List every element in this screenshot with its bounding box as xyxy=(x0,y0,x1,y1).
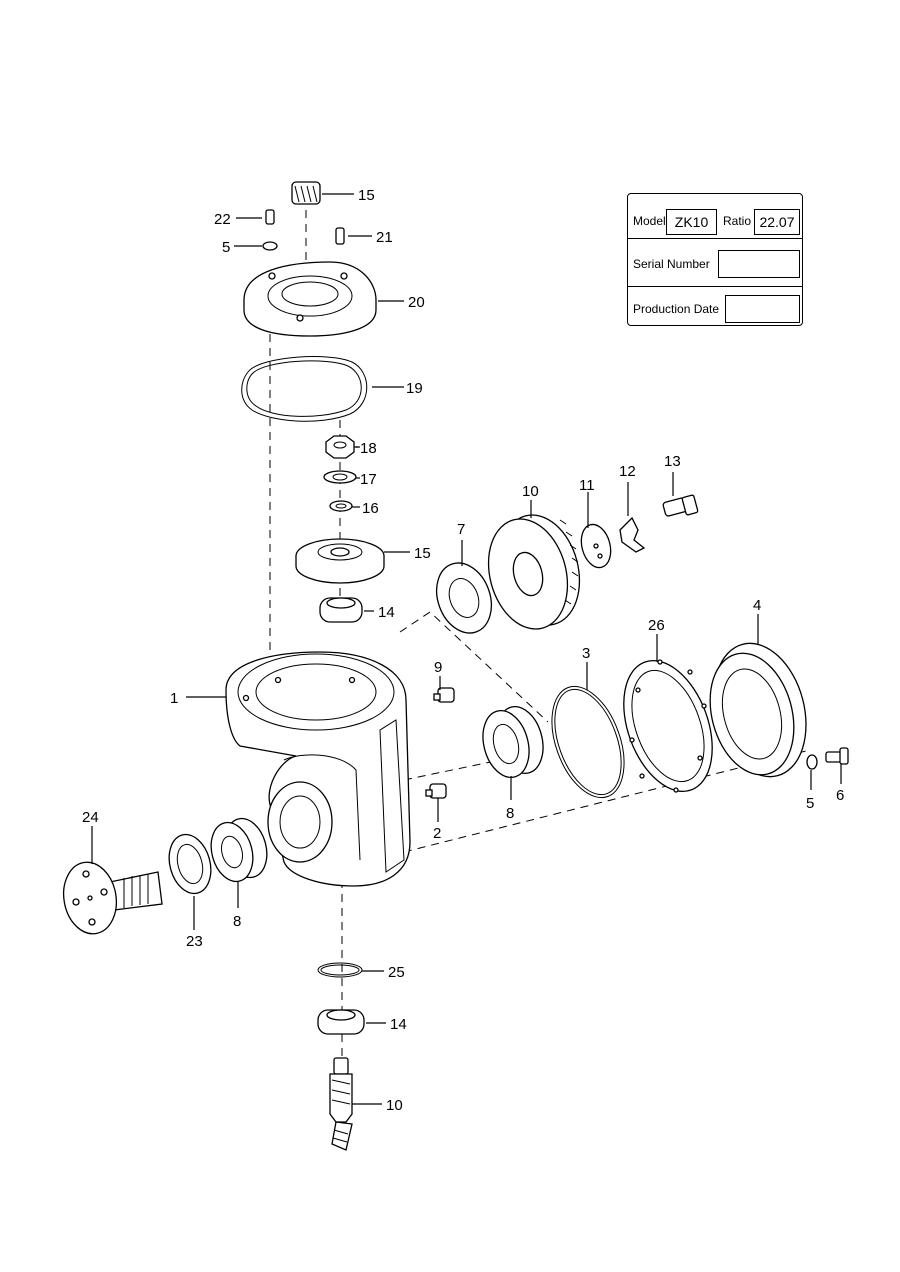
callout-22: 22 xyxy=(214,211,231,228)
serial-number-label: Serial Number xyxy=(633,257,710,271)
part-shim-7 xyxy=(435,562,493,634)
part-washer-16 xyxy=(329,500,353,512)
callout-20: 20 xyxy=(408,294,425,311)
callout-8: 8 xyxy=(233,913,241,930)
callout-21: 21 xyxy=(376,229,393,246)
production-date-box xyxy=(725,295,800,323)
part-cover-4 xyxy=(709,642,807,778)
part-oring-19 xyxy=(241,356,368,422)
ratio-label: Ratio xyxy=(723,214,752,228)
part-cover-plate xyxy=(243,261,377,337)
part-plug-2 xyxy=(425,783,447,799)
part-ring-25 xyxy=(317,962,363,978)
part-bearing-8-right xyxy=(482,706,544,778)
model-label: Model xyxy=(633,214,666,228)
table-divider-1 xyxy=(628,238,802,239)
part-lockplate-12 xyxy=(619,516,646,553)
callout-3: 3 xyxy=(582,645,590,662)
callout-24: 24 xyxy=(82,809,99,826)
model-value-box: ZK10 xyxy=(666,209,717,235)
part-flange-24 xyxy=(62,861,163,935)
callout-7: 7 xyxy=(457,521,465,538)
part-bolt-13 xyxy=(662,494,699,517)
callout-8: 8 xyxy=(506,805,514,822)
callout-18: 18 xyxy=(360,440,377,457)
part-nut-18 xyxy=(325,435,355,459)
callout-12: 12 xyxy=(619,463,636,480)
part-pinion-shaft-10 xyxy=(329,1057,353,1151)
gearbox-info-table: Model ZK10 Ratio 22.07 Serial Number Pro… xyxy=(627,193,803,326)
callout-5: 5 xyxy=(222,239,230,256)
part-plug-9 xyxy=(433,687,455,703)
callout-16: 16 xyxy=(362,500,379,517)
part-plate-11 xyxy=(580,523,612,569)
leader-lines xyxy=(91,193,842,1105)
part-bearing-14-bottom xyxy=(317,1009,365,1035)
serial-number-box xyxy=(718,250,800,278)
part-oring-3 xyxy=(551,685,625,799)
part-screw-22 xyxy=(265,209,275,225)
part-gasket-26 xyxy=(623,659,713,793)
callout-2: 2 xyxy=(433,825,441,842)
callout-1: 1 xyxy=(170,690,178,707)
callout-19: 19 xyxy=(406,380,423,397)
part-crown-gear-10 xyxy=(487,514,581,630)
callout-5: 5 xyxy=(806,795,814,812)
part-bearing-8-left xyxy=(210,817,268,883)
callout-10: 10 xyxy=(386,1097,403,1114)
assembly-lines xyxy=(269,210,811,1060)
callout-15: 15 xyxy=(414,545,431,562)
part-bearing-14-top xyxy=(319,597,363,623)
callout-6: 6 xyxy=(836,787,844,804)
callout-11: 11 xyxy=(579,477,595,494)
ratio-value-box: 22.07 xyxy=(754,209,800,235)
table-divider-2 xyxy=(628,286,802,287)
part-gear-15 xyxy=(295,538,385,584)
callout-17: 17 xyxy=(360,471,377,488)
callout-4: 4 xyxy=(753,597,761,614)
callout-numbers: 15 22 21 5 20 19 18 17 16 15 14 13 12 11… xyxy=(82,187,844,1114)
callout-14: 14 xyxy=(390,1016,407,1033)
part-pinion-top xyxy=(291,181,321,205)
part-screw-21 xyxy=(335,227,345,245)
part-washer-5-top xyxy=(262,241,278,251)
part-housing-1 xyxy=(225,651,411,887)
part-washer-5-right xyxy=(806,754,818,770)
production-date-label: Production Date xyxy=(633,302,720,316)
callout-9: 9 xyxy=(434,659,442,676)
callout-23: 23 xyxy=(186,933,203,950)
callout-15: 15 xyxy=(358,187,375,204)
callout-14: 14 xyxy=(378,604,395,621)
callout-25: 25 xyxy=(388,964,405,981)
part-bolt-6 xyxy=(825,747,849,765)
part-lockwasher-17 xyxy=(323,470,357,484)
callout-10: 10 xyxy=(522,483,539,500)
callout-26: 26 xyxy=(648,617,665,634)
callout-13: 13 xyxy=(664,453,681,470)
part-seal-23 xyxy=(168,833,212,895)
